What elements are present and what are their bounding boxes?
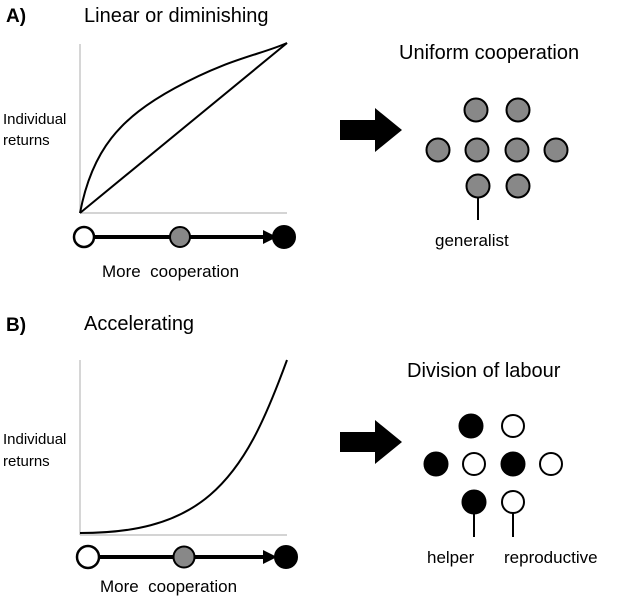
panel-a-scale-open-dot	[72, 225, 96, 249]
panel-b-ylabel-line1: Individual	[3, 431, 66, 448]
panel-b-ylabel-line2: returns	[3, 453, 50, 470]
panel-b-scale-grey-dot	[172, 545, 196, 569]
panel-b-outcome-title: Division of labour	[407, 360, 561, 382]
panel-b-letter: B)	[6, 315, 26, 336]
helper-dot	[458, 413, 484, 439]
panel-a-diminishing-curve	[79, 42, 288, 214]
reproductive-label: reproductive	[504, 548, 598, 567]
panel-b-title: Accelerating	[84, 313, 194, 335]
helper-dot	[461, 489, 487, 515]
panel-a-title: Linear or diminishing	[84, 5, 269, 27]
panel-a: A) Linear or diminishing Individual retu…	[3, 5, 579, 281]
reproductive-dot	[501, 414, 525, 438]
panel-a-letter: A)	[6, 6, 26, 27]
helper-dot	[500, 451, 526, 477]
panel-b-xlabel: More cooperation	[100, 577, 237, 596]
panel-a-linear-curve	[79, 42, 288, 214]
helper-dot	[423, 451, 449, 477]
generalist-dot	[543, 137, 569, 163]
generalist-dot	[425, 137, 451, 163]
right-arrow-icon	[340, 108, 402, 152]
panel-a-scale-black-dot	[272, 225, 296, 249]
panel-b: B) Accelerating Individual returns More …	[3, 313, 598, 596]
panel-b-accelerating-curve	[79, 359, 288, 534]
generalist-dot	[504, 137, 530, 163]
panel-a-scale-grey-dot	[169, 226, 191, 248]
panel-a-ylabel-line1: Individual	[3, 111, 66, 128]
generalist-dot	[463, 97, 489, 123]
right-arrow-icon	[340, 420, 402, 464]
panel-b-scale-arrowhead	[263, 550, 277, 564]
generalist-dot	[465, 173, 491, 199]
reproductive-dot	[501, 490, 525, 514]
generalist-dot	[464, 137, 490, 163]
panel-b-scale-open-dot	[75, 544, 101, 570]
panel-b-scale-black-dot	[274, 545, 298, 569]
panel-a-outcome-title: Uniform cooperation	[399, 42, 579, 64]
panel-a-ylabel-line2: returns	[3, 132, 50, 149]
panel-a-scale-arrowhead	[263, 230, 277, 244]
helper-label: helper	[427, 548, 475, 567]
reproductive-dot	[539, 452, 563, 476]
reproductive-dot	[462, 452, 486, 476]
panel-a-xlabel: More cooperation	[102, 262, 239, 281]
generalist-label: generalist	[435, 231, 509, 250]
generalist-dot	[505, 97, 531, 123]
generalist-dot	[505, 173, 531, 199]
